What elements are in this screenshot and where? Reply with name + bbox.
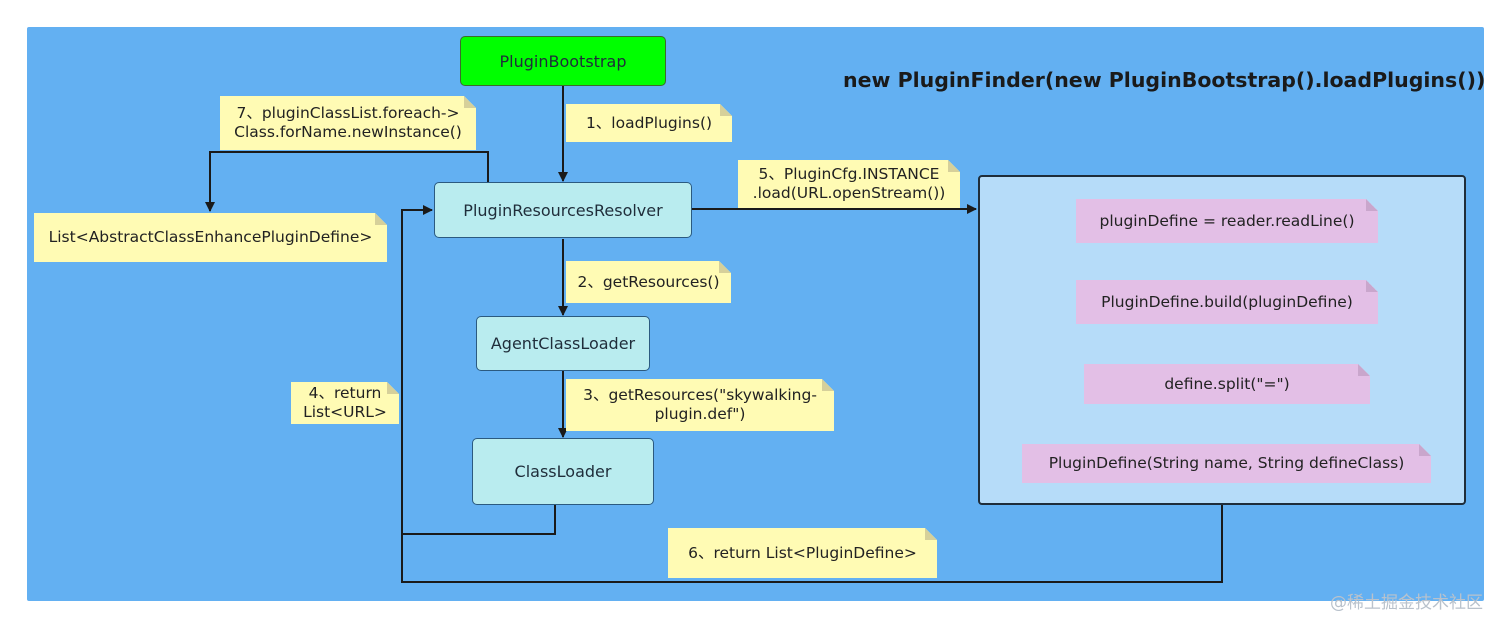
note-load-plugins: 1、loadPlugins() bbox=[566, 104, 732, 142]
class-loader-node: ClassLoader bbox=[472, 438, 654, 505]
agent-class-loader-node: AgentClassLoader bbox=[476, 316, 650, 371]
plugin-resources-resolver-node: PluginResourcesResolver bbox=[434, 182, 692, 238]
diagram-title: new PluginFinder(new PluginBootstrap().l… bbox=[843, 68, 1486, 92]
note-get-resources: 2、getResources() bbox=[566, 261, 731, 303]
arrow-resolver-to-result bbox=[205, 151, 489, 212]
note-return-urls: 4、return List<URL> bbox=[291, 382, 399, 424]
note-load-config: 5、PluginCfg.INSTANCE .load(URL.openStrea… bbox=[738, 160, 960, 208]
arrow-return-plugin-defines bbox=[401, 505, 1223, 583]
note-get-resources-def: 3、getResources("skywalking- plugin.def") bbox=[566, 379, 834, 431]
note-plugin-define-list: List<AbstractClassEnhancePluginDefine> bbox=[34, 213, 387, 262]
plugin-bootstrap-node: PluginBootstrap bbox=[460, 36, 666, 86]
step-build-define: PluginDefine.build(pluginDefine) bbox=[1076, 280, 1378, 324]
note-instantiate-plugins: 7、pluginClassList.foreach-> Class.forNam… bbox=[220, 96, 476, 150]
watermark: @稀土掘金技术社区 bbox=[1330, 593, 1483, 613]
step-construct-define: PluginDefine(String name, String defineC… bbox=[1022, 444, 1431, 483]
step-read-line: pluginDefine = reader.readLine() bbox=[1076, 199, 1378, 243]
note-return-plugin-defines: 6、return List<PluginDefine> bbox=[668, 528, 937, 578]
step-split-define: define.split("=") bbox=[1084, 364, 1370, 404]
